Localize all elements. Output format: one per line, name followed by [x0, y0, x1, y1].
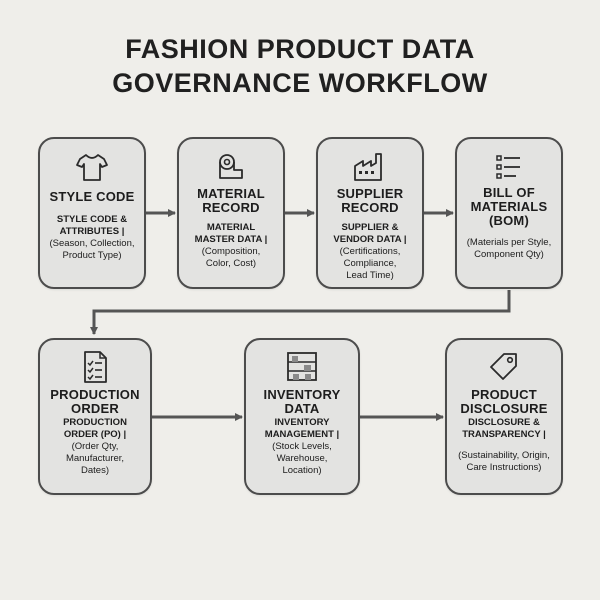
node-subtitle: INVENTORY [274, 417, 330, 428]
node-subtitle: DISCLOSURE & [468, 417, 540, 428]
node-title: DATA [284, 401, 320, 416]
diagram-title: FASHION PRODUCT DATA GOVERNANCE WORKFLOW [0, 32, 600, 100]
node-material-record: MATERIAL RECORD MATERIAL MASTER DATA | (… [177, 137, 285, 289]
node-description: (Composition, [201, 246, 261, 257]
node-description: Warehouse, [276, 453, 328, 464]
node-subtitle: TRANSPARENCY | [462, 429, 546, 440]
node-description: Compliance, [343, 258, 397, 269]
node-title: RECORD [202, 200, 260, 215]
node-description: Manufacturer, [65, 453, 125, 464]
node-description: Product Type) [62, 250, 122, 261]
node-title: SUPPLIER [336, 186, 404, 201]
factory-icon [354, 153, 382, 181]
node-title: RECORD [341, 200, 399, 215]
tshirt-icon [76, 154, 108, 181]
node-subtitle: MASTER DATA | [194, 234, 268, 245]
node-title: DISCLOSURE [460, 401, 548, 416]
node-description: (Stock Levels, [272, 441, 332, 452]
node-supplier-record: SUPPLIER RECORD SUPPLIER & VENDOR DATA |… [316, 137, 424, 289]
node-title: INVENTORY [263, 387, 341, 402]
arrow-bom-to-production [90, 290, 511, 335]
warehouse-shelves-icon [287, 352, 317, 381]
checklist-document-icon [84, 351, 107, 383]
node-title: MATERIAL [197, 186, 265, 201]
node-description: (Sustainability, Origin, [458, 450, 550, 461]
fabric-roll-icon [219, 154, 243, 179]
node-subtitle: PRODUCTION [63, 417, 127, 428]
node-description: (Order Qty, [71, 441, 119, 452]
node-subtitle: ORDER (PO) | [63, 429, 127, 440]
node-description: Lead Time) [346, 270, 394, 281]
price-tag-icon [490, 353, 517, 380]
node-title: STYLE CODE [49, 189, 135, 204]
title-line-2: GOVERNANCE WORKFLOW [112, 68, 488, 98]
node-description: Care Instructions) [466, 462, 542, 473]
node-title: MATERIALS [470, 199, 548, 214]
node-description: (Season, Collection, [49, 238, 135, 249]
node-style-code: STYLE CODE STYLE CODE & ATTRIBUTES | (Se… [38, 137, 146, 289]
node-title: ORDER [71, 401, 119, 416]
node-subtitle: STYLE CODE & [56, 214, 128, 225]
node-description: Dates) [81, 465, 109, 476]
node-title: PRODUCTION [50, 387, 140, 402]
node-title: (BOM) [489, 213, 529, 228]
node-title: BILL OF [483, 185, 535, 200]
title-line-1: FASHION PRODUCT DATA [125, 34, 475, 64]
node-subtitle: VENDOR DATA | [333, 234, 407, 245]
list-icon [496, 155, 520, 179]
node-subtitle: SUPPLIER & [341, 222, 399, 233]
node-description: Component Qty) [474, 249, 544, 260]
node-product-disclosure: PRODUCT DISCLOSURE DISCLOSURE & TRANSPAR… [445, 338, 563, 495]
node-inventory-data: INVENTORY DATA INVENTORY MANAGEMENT | (S… [244, 338, 360, 495]
node-subtitle: MANAGEMENT | [264, 429, 340, 440]
node-subtitle: ATTRIBUTES | [59, 226, 125, 237]
node-description: Color, Cost) [205, 258, 257, 269]
node-subtitle: MATERIAL [206, 222, 256, 233]
node-description: (Materials per Style, [466, 237, 552, 248]
node-description: Location) [282, 465, 322, 476]
node-production-order: PRODUCTION ORDER PRODUCTION ORDER (PO) |… [38, 338, 152, 495]
node-bill-of-materials: BILL OF MATERIALS (BOM) (Materials per S… [455, 137, 563, 289]
node-description: (Certifications, [339, 246, 401, 257]
node-title: PRODUCT [471, 387, 537, 402]
